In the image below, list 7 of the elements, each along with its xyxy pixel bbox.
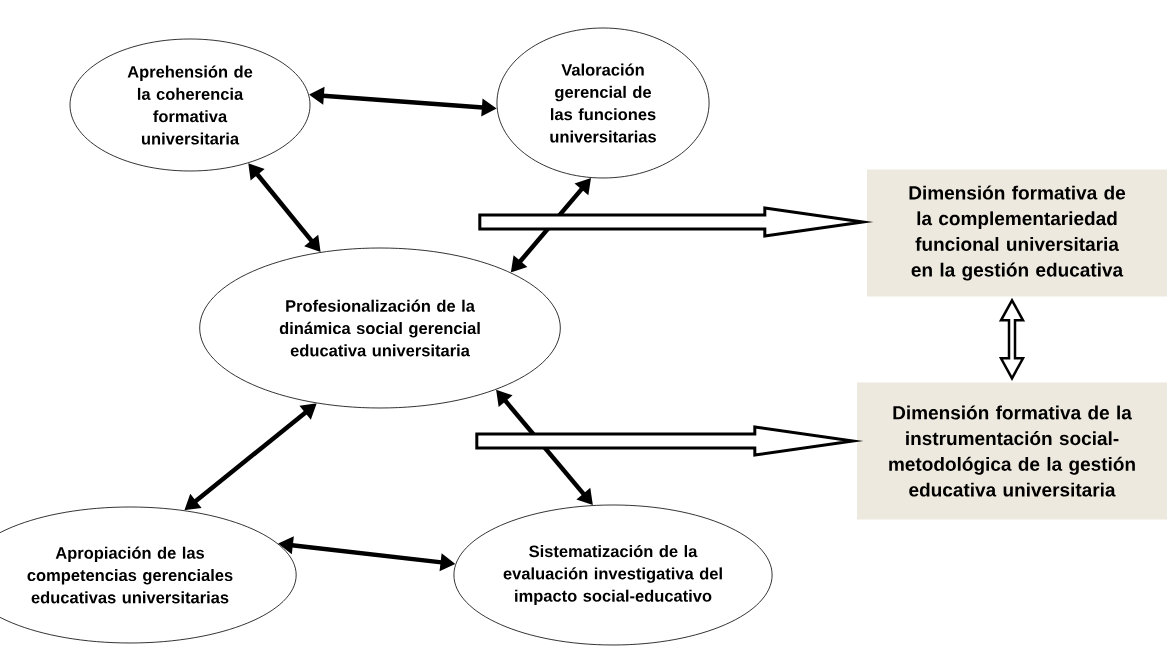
ellipse-node: Aprehensión de la coherencia formativa universitaria bbox=[69, 38, 311, 172]
text-box: Dimensión formativa de la complementariedad funcional universitaria en la gestión educativa bbox=[867, 169, 1167, 297]
text-box: Dimensión formativa de la instrumentación social-metodológica de la gestión educativa universitaria bbox=[857, 382, 1167, 520]
ellipse-node: Sistematización de la evaluación investigativa del impacto social-educativo bbox=[453, 504, 773, 646]
ellipse-node: Valoración gerencial de las funciones universitarias bbox=[496, 27, 710, 179]
hollow-arrow bbox=[998, 297, 1026, 381]
ellipse-node: Profesionalización de la dinámica social gerencial educativa universitaria bbox=[199, 247, 561, 409]
